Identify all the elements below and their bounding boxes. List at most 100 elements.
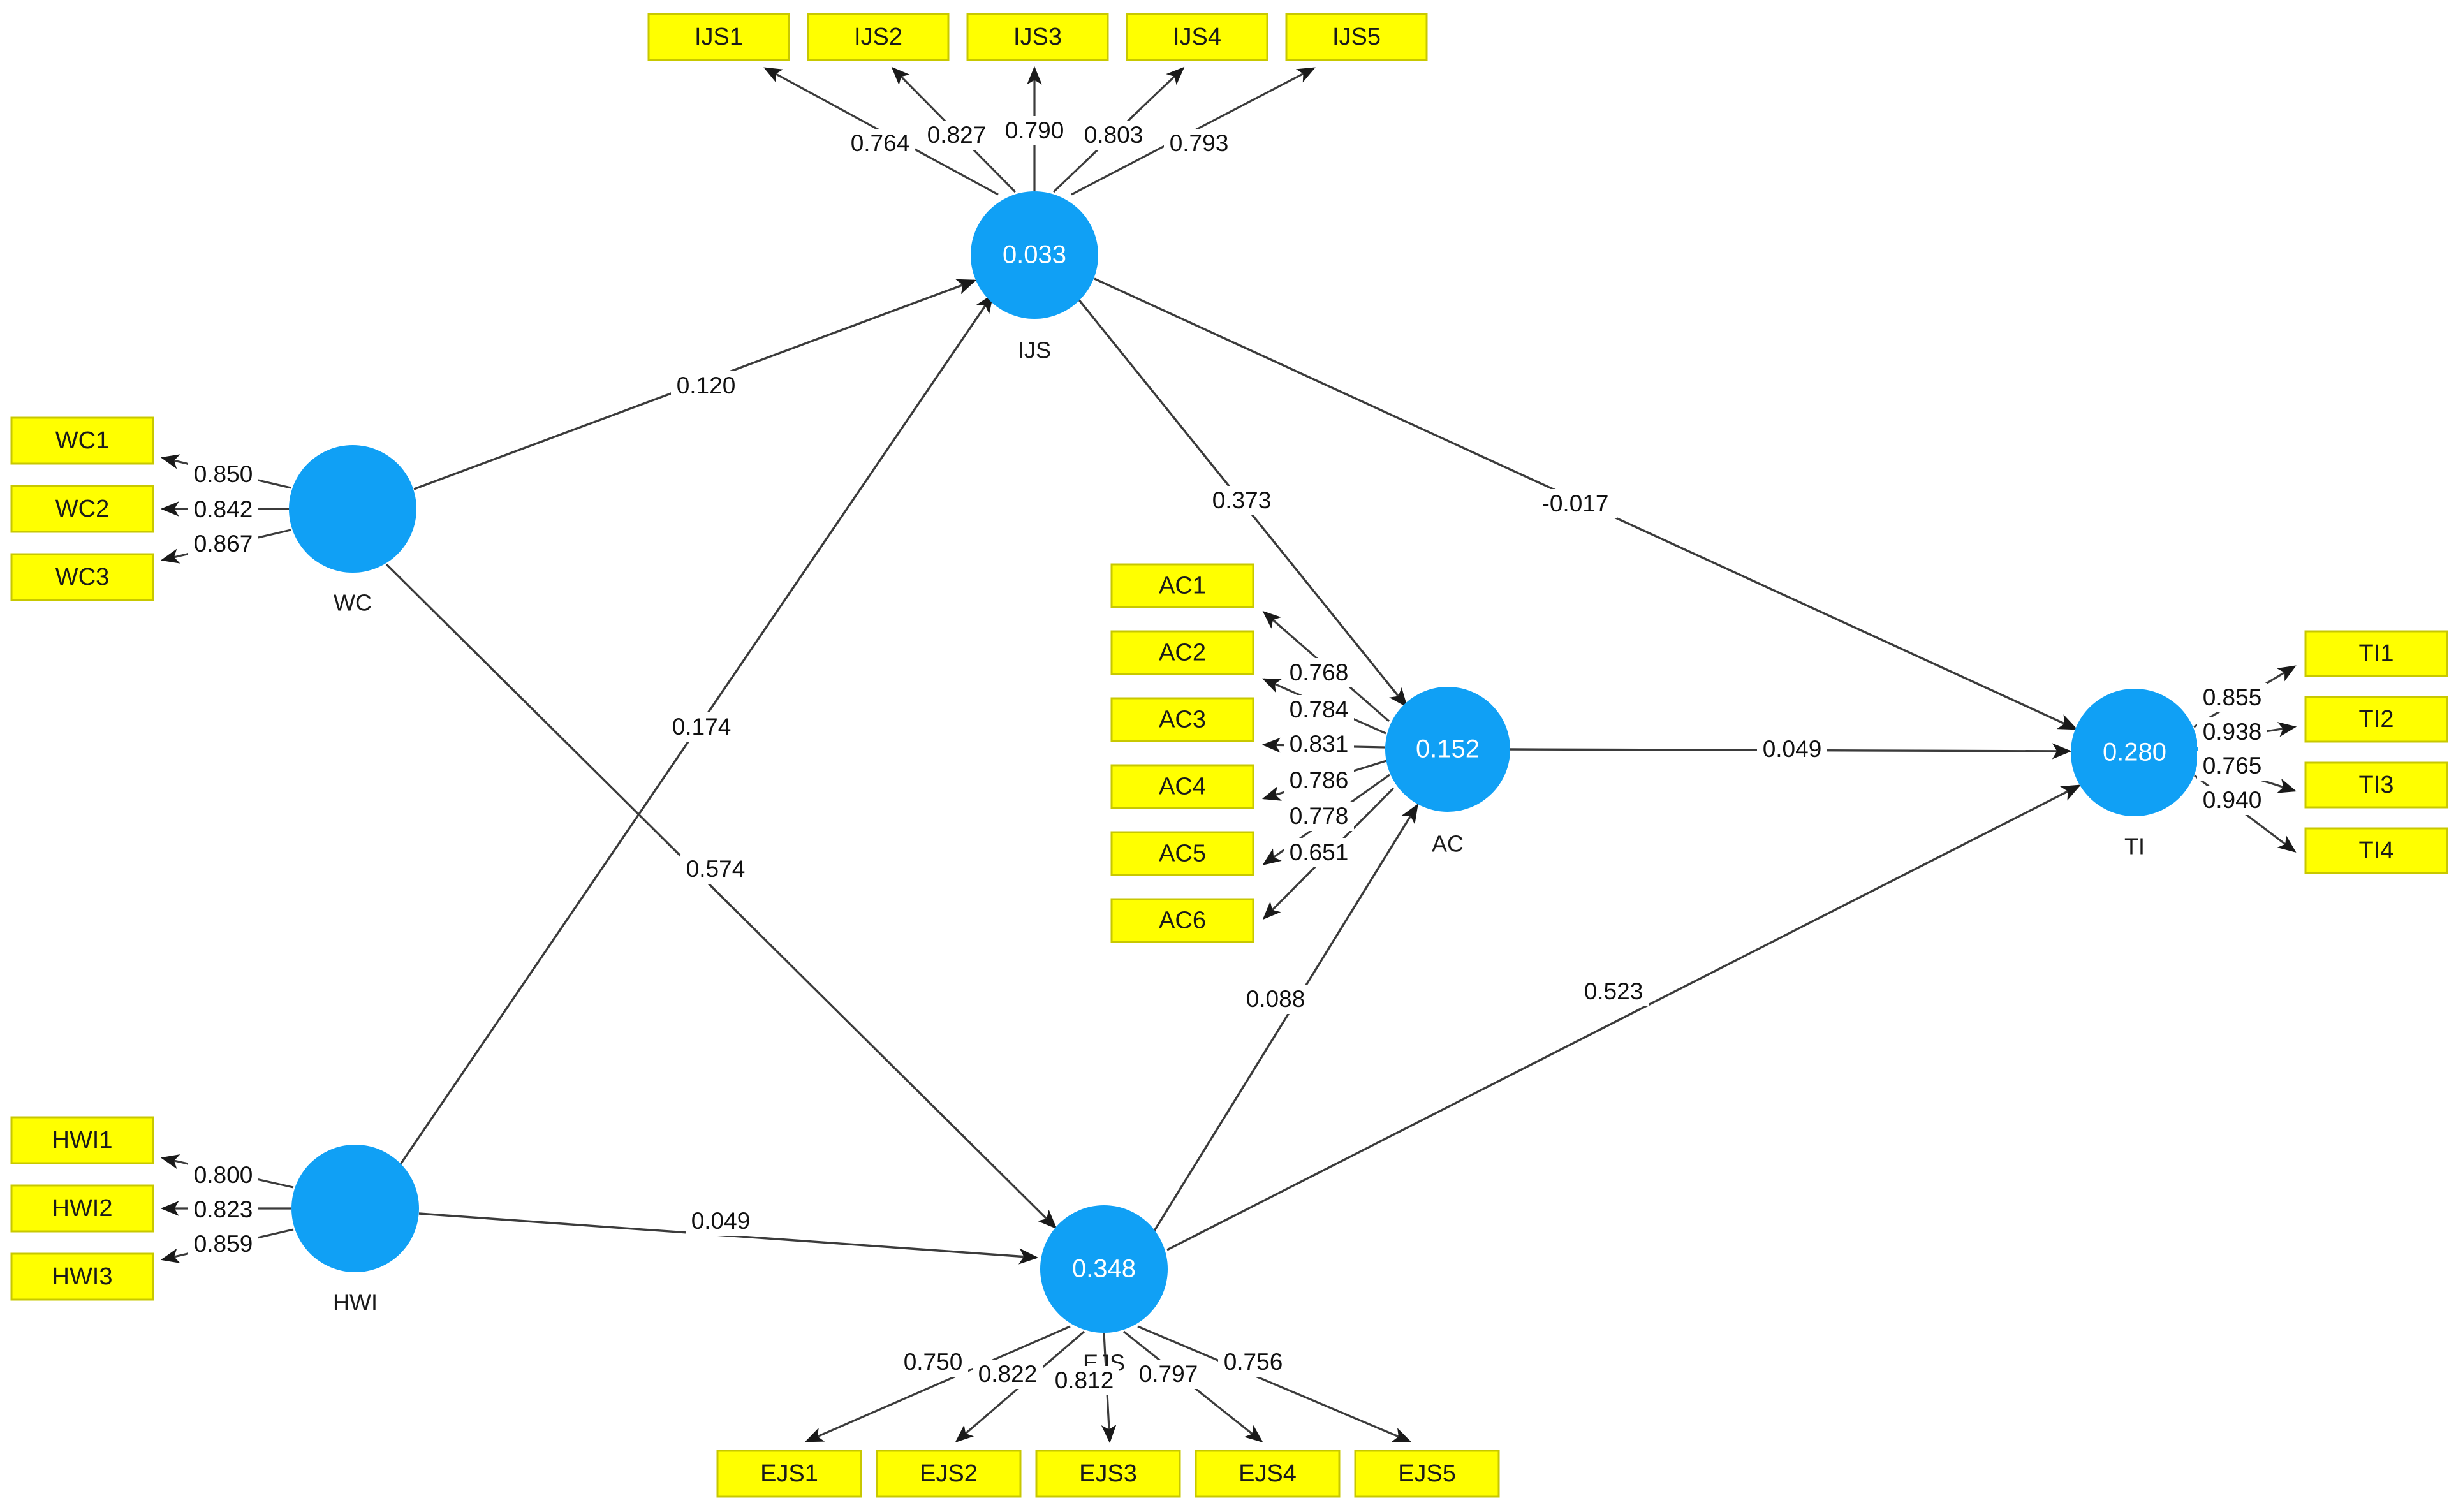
indicator-box[interactable] (1126, 13, 1268, 61)
indicator-ijs4[interactable]: IJS4 (1126, 13, 1268, 61)
indicator-ac6[interactable]: AC6 (1110, 898, 1254, 943)
construct-circle[interactable] (291, 1145, 419, 1272)
construct-hwi[interactable]: HWI (291, 1145, 419, 1316)
path-value-HWI-EJS: 0.049 (686, 1207, 756, 1236)
indicator-box[interactable] (807, 13, 950, 61)
coefficient-value: 0.823 (194, 1196, 253, 1222)
coefficient-value: 0.120 (677, 372, 736, 399)
coefficient-value: 0.049 (691, 1208, 751, 1234)
indicator-ac5[interactable]: AC5 (1110, 831, 1254, 876)
loading-value-TI-TI1: 0.855 (2197, 683, 2267, 712)
indicator-box[interactable] (10, 1252, 154, 1301)
indicator-label: AC1 (1159, 573, 1206, 599)
coefficient-value: 0.778 (1290, 803, 1349, 829)
indicator-box[interactable] (10, 553, 154, 601)
loading-value-IJS-IJS5: 0.793 (1164, 129, 1234, 158)
indicator-ejs2[interactable]: EJS2 (876, 1450, 1022, 1498)
loading-value-IJS-IJS2: 0.827 (922, 121, 992, 150)
indicator-box[interactable] (1035, 1450, 1181, 1498)
indicator-ti3[interactable]: TI3 (2304, 761, 2448, 809)
indicator-box[interactable] (1354, 1450, 1500, 1498)
indicator-box[interactable] (1195, 1450, 1341, 1498)
coefficient-value: 0.764 (851, 130, 910, 156)
path-value-HWI-IJS: 0.174 (666, 712, 737, 742)
indicator-wc2[interactable]: WC2 (10, 485, 154, 533)
indicator-hwi3[interactable]: HWI3 (10, 1252, 154, 1301)
label-backdrop (188, 1229, 258, 1259)
indicator-box[interactable] (10, 1184, 154, 1233)
label-backdrop (188, 1161, 258, 1190)
coefficient-value: 0.174 (672, 714, 732, 740)
indicator-box[interactable] (1110, 898, 1254, 943)
indicator-ac3[interactable]: AC3 (1110, 697, 1254, 742)
construct-circle[interactable] (289, 445, 416, 573)
indicator-box[interactable] (10, 416, 154, 465)
indicator-ejs5[interactable]: EJS5 (1354, 1450, 1500, 1498)
indicator-ac4[interactable]: AC4 (1110, 764, 1254, 809)
label-backdrop (1078, 121, 1149, 150)
construct-wc[interactable]: WC (289, 445, 416, 616)
indicator-ejs3[interactable]: EJS3 (1035, 1450, 1181, 1498)
label-backdrop (898, 1347, 968, 1377)
indicator-box[interactable] (1110, 630, 1254, 675)
indicator-box[interactable] (10, 485, 154, 533)
indicator-wc3[interactable]: WC3 (10, 553, 154, 601)
indicator-box[interactable] (716, 1450, 862, 1498)
indicator-box[interactable] (1110, 764, 1254, 809)
indicator-box[interactable] (1110, 831, 1254, 876)
construct-name-label: TI (2124, 833, 2145, 860)
path-value-EJS-TI: 0.523 (1578, 977, 1649, 1006)
path-edge-WC-EJS (385, 563, 1057, 1229)
indicator-box[interactable] (2304, 696, 2448, 743)
indicator-box[interactable] (966, 13, 1109, 61)
indicator-hwi1[interactable]: HWI1 (10, 1116, 154, 1164)
indicator-ti4[interactable]: TI4 (2304, 827, 2448, 874)
indicator-label: AC6 (1159, 907, 1206, 934)
indicator-wc1[interactable]: WC1 (10, 416, 154, 465)
indicator-ejs1[interactable]: EJS1 (716, 1450, 862, 1498)
coefficient-value: 0.750 (904, 1349, 963, 1375)
indicator-ijs1[interactable]: IJS1 (647, 13, 790, 61)
indicator-box[interactable] (1285, 13, 1428, 61)
label-backdrop (973, 1360, 1043, 1389)
indicator-box[interactable] (2304, 761, 2448, 809)
indicator-hwi2[interactable]: HWI2 (10, 1184, 154, 1233)
indicator-ejs4[interactable]: EJS4 (1195, 1450, 1341, 1498)
coefficient-value: 0.855 (2203, 684, 2262, 710)
construct-circle[interactable] (2071, 689, 2198, 816)
indicator-box[interactable] (2304, 827, 2448, 874)
construct-circle[interactable] (1385, 687, 1510, 812)
indicator-box[interactable] (647, 13, 790, 61)
indicator-ac2[interactable]: AC2 (1110, 630, 1254, 675)
coefficient-value: 0.842 (194, 496, 253, 522)
loading-arrow (1137, 1325, 1411, 1442)
indicator-ijs3[interactable]: IJS3 (966, 13, 1109, 61)
construct-circle[interactable] (971, 191, 1098, 319)
indicator-ti1[interactable]: TI1 (2304, 630, 2448, 677)
indicator-ijs2[interactable]: IJS2 (807, 13, 950, 61)
construct-circle[interactable] (1040, 1205, 1168, 1333)
indicator-ac1[interactable]: AC1 (1110, 563, 1254, 608)
path-value-WC-IJS: 0.120 (671, 371, 741, 400)
indicator-ijs5[interactable]: IJS5 (1285, 13, 1428, 61)
indicator-label: WC3 (55, 564, 109, 591)
indicator-box[interactable] (10, 1116, 154, 1164)
indicator-box[interactable] (1110, 563, 1254, 608)
label-backdrop (1164, 129, 1234, 158)
coefficient-value: 0.850 (194, 461, 253, 487)
construct-r2-value: 0.152 (1416, 735, 1480, 763)
path-arrow (1153, 804, 1418, 1231)
indicator-ti2[interactable]: TI2 (2304, 696, 2448, 743)
coefficient-value: 0.784 (1290, 696, 1349, 723)
construct-r2-value: 0.348 (1072, 1255, 1136, 1283)
coefficient-value: 0.790 (1005, 117, 1064, 143)
indicator-box[interactable] (876, 1450, 1022, 1498)
indicator-box[interactable] (1110, 697, 1254, 742)
indicator-box[interactable] (2304, 630, 2448, 677)
label-backdrop (999, 116, 1070, 145)
